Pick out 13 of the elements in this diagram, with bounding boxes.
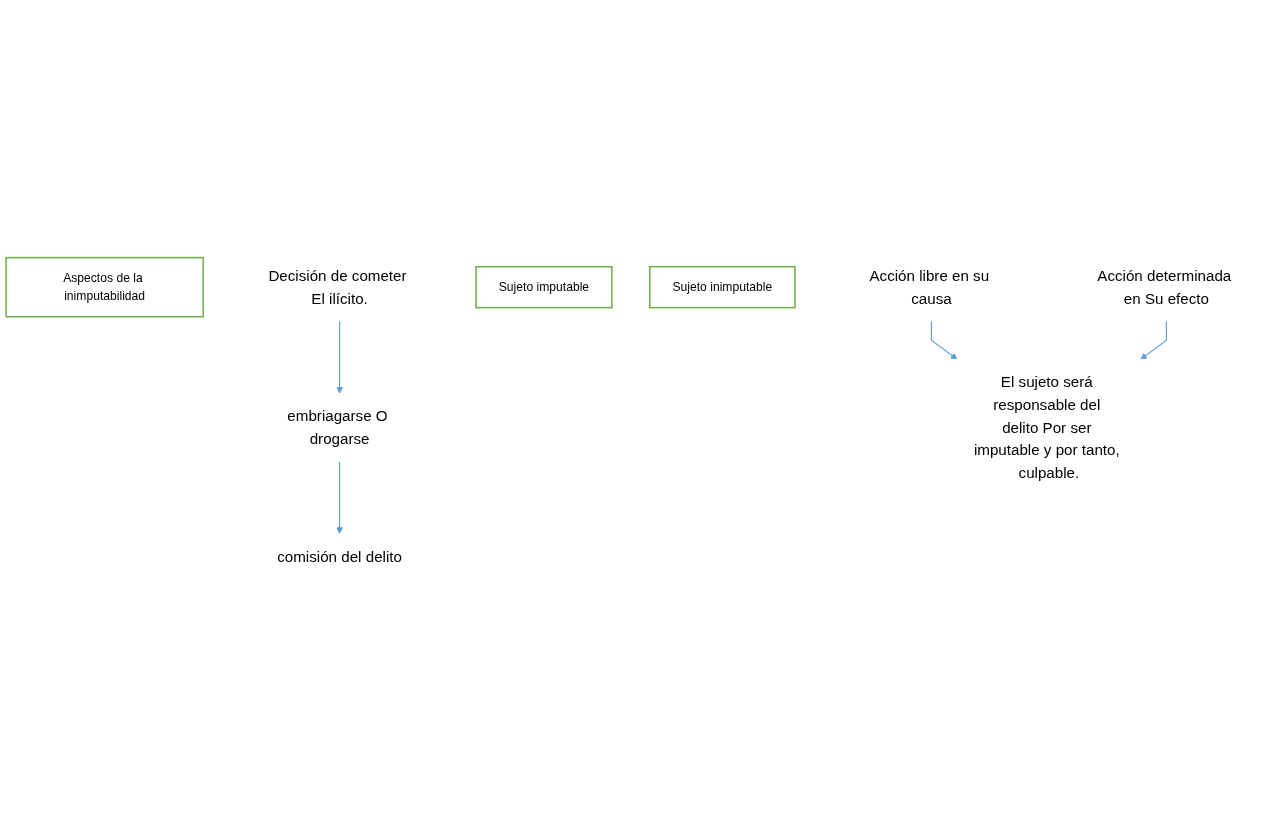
arrow	[336, 321, 343, 395]
node-box: Sujeto inimputable	[648, 266, 796, 309]
arrow	[930, 321, 958, 360]
node-text: comisión del delito	[277, 548, 402, 566]
node-text: embriagarse O drogarse	[287, 408, 388, 448]
node-text: Decisión de cometer El ilícito.	[268, 267, 407, 308]
node-box: Sujeto imputable	[475, 266, 613, 309]
arrow	[1140, 321, 1167, 360]
node-text: Acción libre en su causa	[869, 267, 990, 308]
node-text: El sujeto será responsable del delito Por ser imputable y por tanto, culpable.	[973, 374, 1120, 482]
node-box: Aspectos de la inimputabilidad	[5, 257, 204, 318]
arrow	[336, 461, 343, 535]
node-text: Acción determinada en Su efecto	[1097, 267, 1232, 308]
